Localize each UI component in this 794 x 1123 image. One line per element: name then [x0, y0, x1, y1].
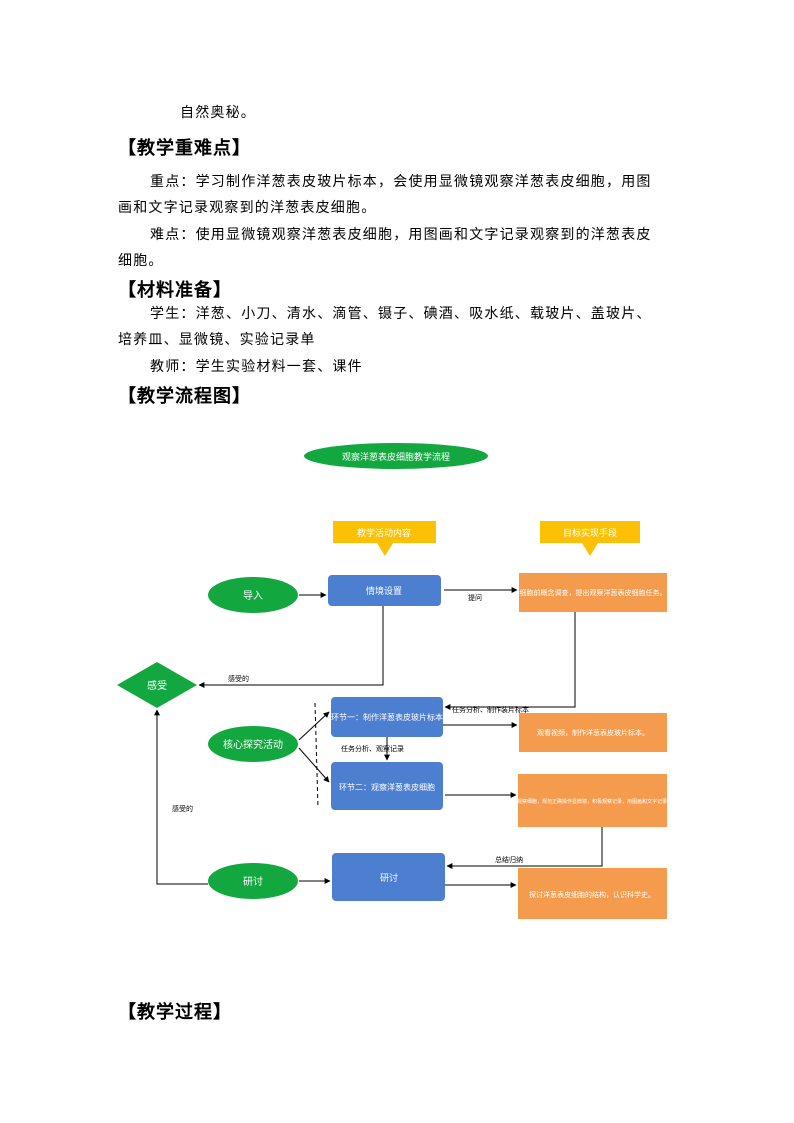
box-discuss-label: 研讨 [380, 872, 398, 884]
oval-explore [208, 726, 298, 762]
arrow-discuss-to-diamond [154, 709, 208, 885]
key-point-line-1: 重点：学习制作洋葱表皮玻片标本，会使用显微镜观察洋葱表皮细胞，用图 [150, 174, 652, 190]
oval-intro-label: 导入 [243, 590, 263, 602]
header-right-label: 目标实现手段 [563, 527, 617, 539]
diamond-feel [117, 662, 197, 708]
orange-box-2 [519, 713, 667, 752]
box-step2-label: 环节二：观察洋葱表皮细胞 [339, 782, 435, 792]
diamond-feel-label: 感受 [147, 679, 167, 692]
orange-box-4 [518, 868, 667, 919]
arrow-orange1-to-step1 [444, 612, 576, 710]
heading-key-points: 【教学重难点】 [118, 138, 251, 159]
arrow-explore-to-step1 [298, 711, 330, 741]
teacher-materials-line: 教师：学生实验材料一套、课件 [150, 359, 363, 375]
box-step1 [331, 697, 443, 737]
oval-explore-label: 核心探究活动 [223, 738, 283, 751]
label-task-1: 任务分析、制作装片标本 [452, 705, 529, 714]
difficulty-line-1: 难点：使用显微镜观察洋葱表皮细胞，用图画和文字记录观察到的洋葱表皮 [150, 227, 652, 243]
flowchart-title-pill [304, 443, 488, 469]
flowchart-title: 观察洋葱表皮细胞教学流程 [342, 451, 450, 463]
header-right-callout [540, 521, 640, 556]
box-situation [328, 575, 441, 606]
arrow-orange3-to-discuss [446, 827, 603, 869]
orange-box-4-label: 探讨洋葱表皮细胞的结构，认识科学史。 [529, 890, 655, 899]
heading-flowchart: 【教学流程图】 [118, 386, 251, 407]
orange-box-1 [519, 573, 667, 612]
key-point-line-2: 画和文字记录观察到的洋葱表皮细胞。 [118, 200, 377, 216]
heading-materials: 【材料准备】 [118, 280, 232, 301]
orange-box-1-label: 细胞前概念调查，提出观察洋葱表皮细胞任务。 [520, 588, 667, 597]
intro-tail: 自然奥秘。 [180, 105, 256, 121]
header-left-label: 教学活动内容 [357, 527, 411, 539]
header-left-callout [333, 521, 436, 556]
oval-discuss [208, 863, 298, 899]
student-materials-line-1: 学生：洋葱、小刀、清水、滴管、镊子、碘酒、吸水纸、载玻片、盖玻片、 [150, 306, 652, 322]
box-step2 [331, 762, 443, 810]
student-materials-line-2: 培养皿、显微镜、实验记录单 [118, 332, 316, 348]
orange-box-2-label: 观看视频，制作洋葱表皮玻片标本。 [537, 728, 649, 737]
box-situation-label: 情境设置 [366, 585, 402, 597]
box-discuss [332, 853, 445, 901]
arrow-situation-to-diamond [198, 606, 384, 688]
arrow-explore-to-step2 [298, 747, 330, 783]
difficulty-line-2: 细胞。 [118, 253, 164, 269]
heading-teaching-process: 【教学过程】 [118, 1002, 232, 1023]
orange-box-3 [518, 774, 667, 827]
oval-intro [208, 577, 298, 613]
box-step1-label: 环节一：制作洋葱表皮玻片标本 [331, 712, 443, 722]
label-feel-2: 感受的 [172, 804, 193, 813]
orange-box-3-label: 使用显微镜观察细胞，规范正确操作显微镜，积极观察记录，用图画和文字记录观察结果。 [492, 798, 692, 805]
label-record: 总结归纳 [495, 855, 523, 864]
dashed-bracket [314, 702, 319, 809]
label-feel-1: 感受的 [228, 674, 249, 683]
label-guide: 提问 [468, 593, 482, 602]
label-task-2: 任务分析、观察记录 [341, 744, 404, 753]
oval-discuss-label: 研讨 [243, 876, 263, 888]
